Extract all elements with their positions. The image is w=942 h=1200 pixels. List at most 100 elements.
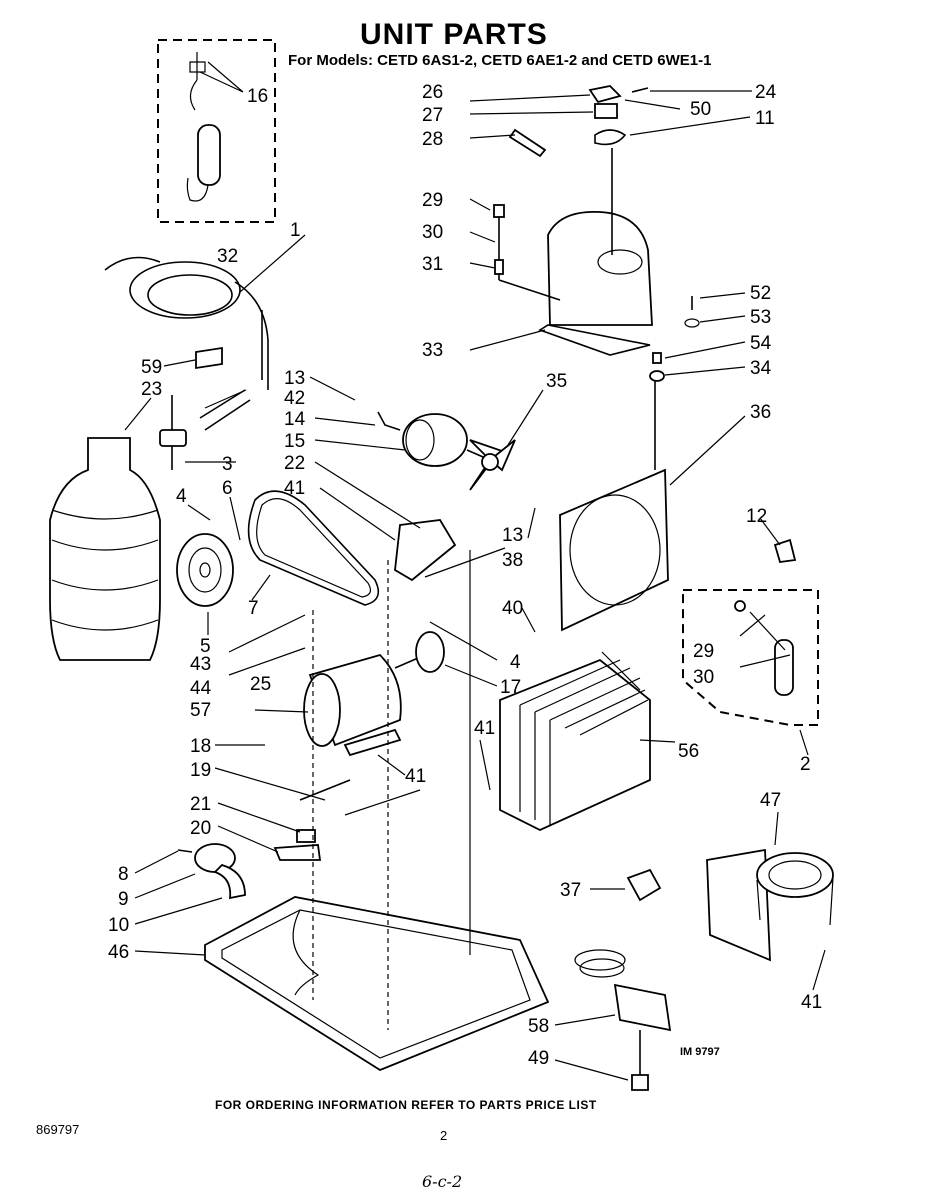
part-56-condenser: [499, 651, 651, 831]
part-36-shroud: [559, 468, 669, 632]
part-15-fan-motor: [377, 411, 491, 467]
part-1-tubing: [104, 256, 269, 390]
callout-57: 57: [190, 700, 211, 721]
part-28-connector: [508, 128, 547, 158]
part-7-belt: [247, 490, 380, 606]
callout-16: 16: [247, 86, 268, 107]
callout-11: 11: [755, 108, 775, 129]
callout-32: 32: [217, 246, 238, 267]
leader-lines: [124, 61, 826, 1081]
part-11-gasket: [594, 129, 627, 146]
part-10-spout: [213, 863, 246, 900]
callout-33: 33: [422, 340, 443, 361]
callout-54: 54: [750, 333, 772, 354]
callout-12: 12: [746, 506, 767, 527]
callout-2: 2: [800, 754, 811, 775]
part-21-bushing: [296, 829, 316, 843]
callout-10: 10: [108, 915, 129, 936]
callout-24: 24: [755, 82, 777, 103]
callout-46: 46: [108, 942, 129, 963]
callout-41-coil: 41: [474, 718, 495, 739]
callout-47: 47: [760, 790, 781, 811]
part-23-container: [49, 437, 161, 661]
callout-43: 43: [190, 654, 211, 675]
callout-labels: 1 2 3 4 4 5 6 7 8 9 10 11 12 13 13 14 15…: [108, 82, 822, 1069]
callout-42: 42: [284, 388, 305, 409]
document-number: 869797: [36, 1122, 80, 1137]
callout-29: 29: [422, 190, 443, 211]
callout-19: 19: [190, 760, 211, 781]
callout-21: 21: [190, 794, 211, 815]
part-12-clip: [773, 538, 797, 563]
part-32-drier: [186, 52, 221, 202]
handwritten-annotation: 6-c-2: [422, 1172, 463, 1191]
callout-6: 6: [222, 478, 233, 499]
callout-36: 36: [750, 402, 771, 423]
callout-30: 30: [422, 222, 443, 243]
callout-49: 49: [528, 1048, 549, 1069]
callout-53: 53: [750, 307, 771, 328]
part-24-screw: [631, 87, 649, 93]
callout-13: 13: [284, 368, 305, 389]
callout-15: 15: [284, 431, 305, 452]
part-46-base-pan: [204, 896, 550, 1072]
callout-34: 34: [750, 358, 772, 379]
callout-20: 20: [190, 818, 211, 839]
callout-31: 31: [422, 254, 443, 275]
part-22-bracket: [394, 519, 457, 582]
callout-37: 37: [560, 880, 581, 901]
callout-59: 59: [141, 357, 162, 378]
callout-28: 28: [422, 129, 443, 150]
callout-13-lower: 13: [502, 525, 523, 546]
callout-4: 4: [176, 486, 187, 507]
callout-18: 18: [190, 736, 211, 757]
callout-9: 9: [118, 889, 129, 910]
callout-41-upper: 41: [284, 478, 305, 499]
callout-8: 8: [118, 864, 129, 885]
callout-38: 38: [502, 550, 523, 571]
callout-30-right: 30: [693, 667, 714, 688]
part-35-fan-blade: [469, 439, 516, 491]
callout-29-right: 29: [693, 641, 714, 662]
part-20-bracket: [273, 844, 322, 861]
part-33-compressor: [538, 210, 656, 470]
part-17-pulley: [415, 631, 445, 673]
part-42-fitting: [159, 389, 251, 470]
callout-14: 14: [284, 409, 306, 430]
callout-17: 17: [500, 677, 521, 698]
callout-50: 50: [690, 99, 711, 120]
callout-25: 25: [250, 674, 271, 695]
callout-41-lower-right: 41: [801, 992, 822, 1013]
part-37-fitting: [626, 868, 662, 902]
callout-56: 56: [678, 741, 699, 762]
part-2-group-box: [682, 589, 819, 726]
callout-5: 5: [200, 636, 211, 657]
callout-58: 58: [528, 1016, 549, 1037]
part-27-block: [594, 103, 618, 119]
callout-41-motor: 41: [405, 766, 426, 787]
callout-27: 27: [422, 105, 443, 126]
part-5-pulley: [176, 533, 234, 607]
callout-1: 1: [290, 220, 301, 241]
part-47-coil-assembly: [706, 848, 834, 962]
ordering-note: FOR ORDERING INFORMATION REFER TO PARTS …: [215, 1098, 597, 1112]
callout-52: 52: [750, 283, 771, 304]
callout-4-lower: 4: [510, 652, 521, 673]
page-title: UNIT PARTS: [360, 18, 548, 51]
part-59-block: [195, 346, 223, 370]
part-57-compressor-motor: [303, 653, 426, 757]
callout-7: 7: [248, 598, 259, 619]
part-49-fitting: [631, 1074, 649, 1091]
part-31-valve: [494, 259, 504, 275]
callout-22: 22: [284, 453, 305, 474]
callout-35: 35: [546, 371, 567, 392]
callout-26: 26: [422, 82, 443, 103]
part-29-cap: [493, 204, 505, 218]
part-58-valve: [574, 949, 672, 1075]
callout-3: 3: [222, 454, 233, 475]
part-26-clip: [588, 85, 622, 104]
callout-44: 44: [190, 678, 212, 699]
models-subtitle: For Models: CETD 6AS1-2, CETD 6AE1-2 and…: [288, 52, 712, 69]
callout-23: 23: [141, 379, 162, 400]
